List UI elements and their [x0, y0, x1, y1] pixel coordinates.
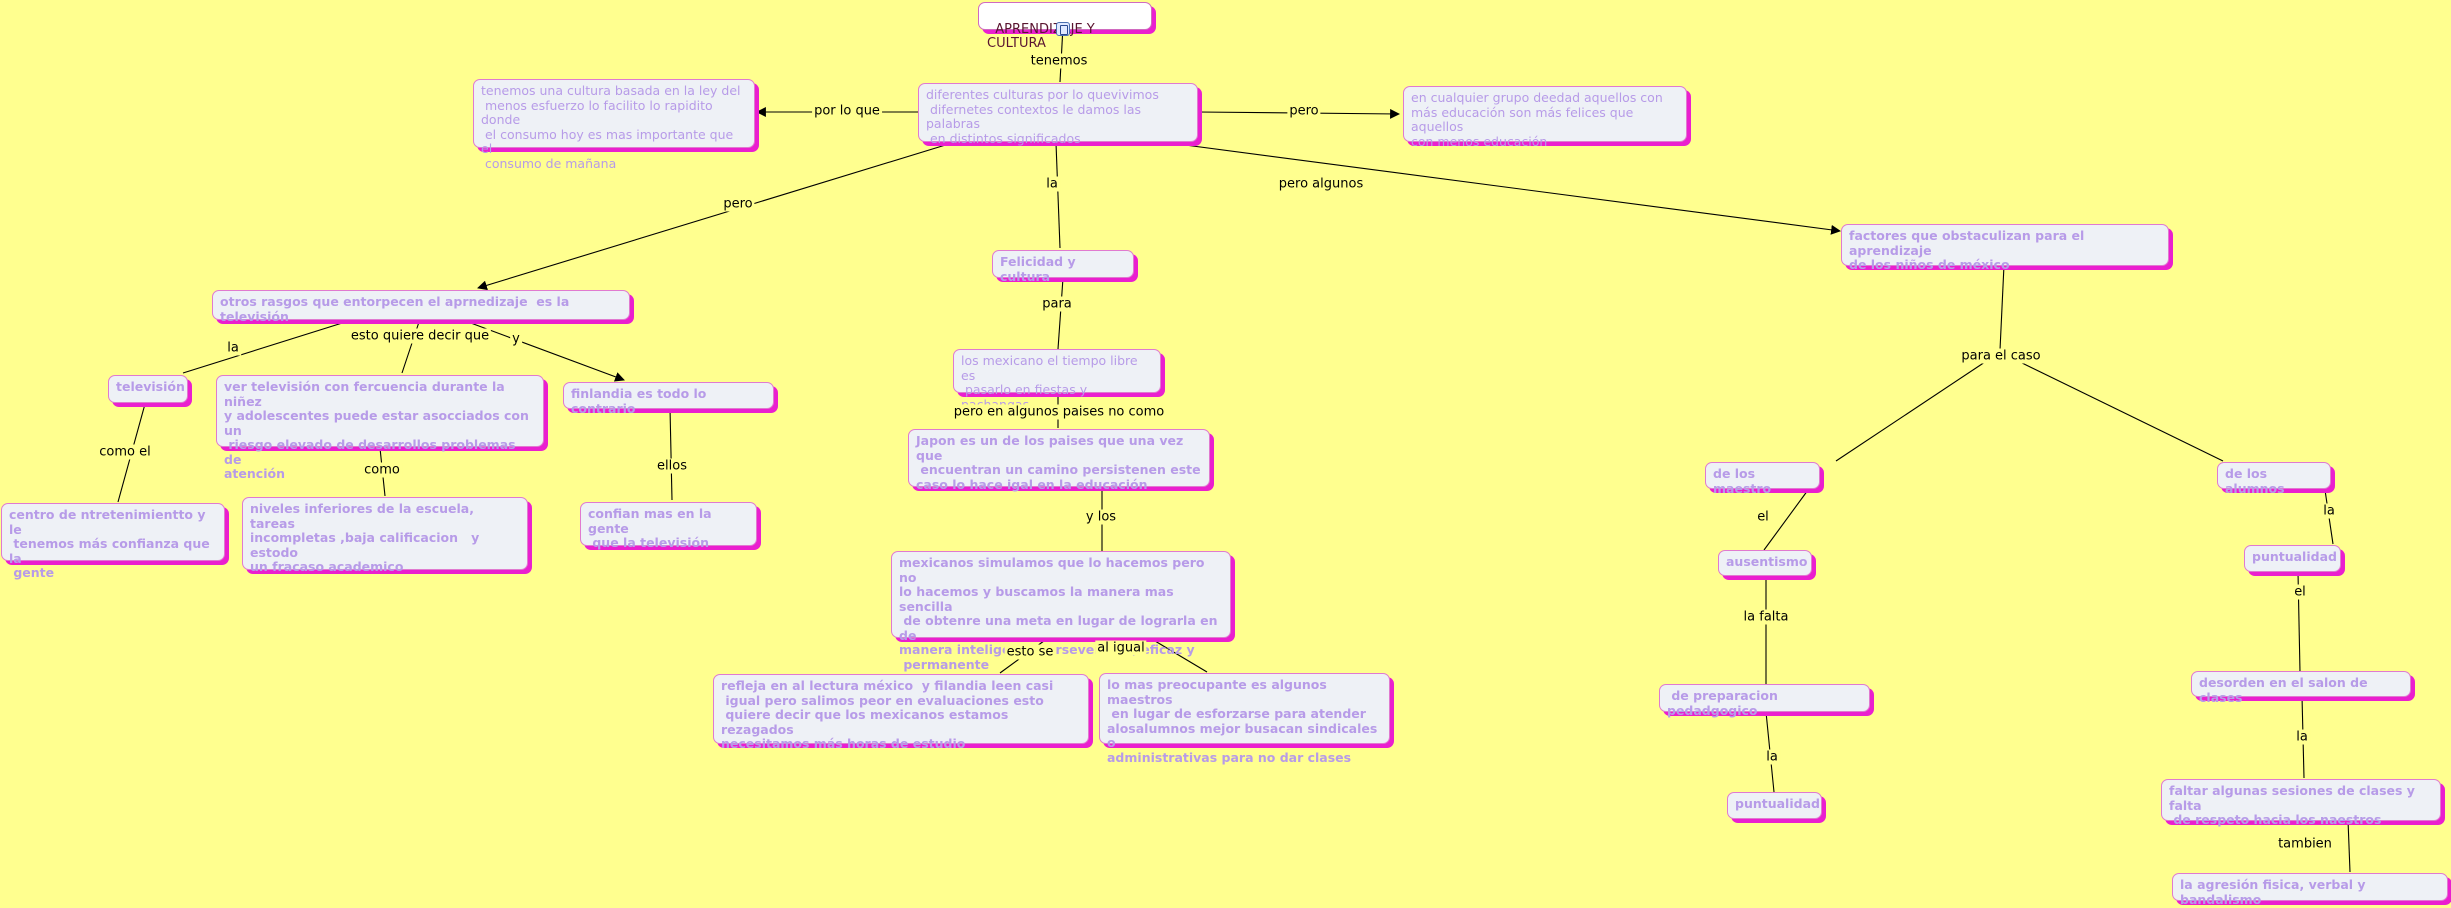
link-caso-alumnos: [2019, 361, 2224, 462]
label-pero-right: pero: [1287, 103, 1321, 119]
node-refleja-lectura[interactable]: refleja en al lectura méxico y filandia …: [713, 674, 1089, 751]
label-la-tv: la: [225, 340, 241, 356]
label-como-el: como el: [97, 444, 153, 460]
node-desorden[interactable]: desorden en el salon de clases: [2191, 671, 2411, 704]
link-otros-television: [182, 318, 356, 374]
label-al-igual: al igual: [1095, 640, 1147, 656]
label-ellos: ellos: [655, 458, 689, 474]
label-la-alumnos-2: la: [2294, 729, 2310, 745]
link-felicidad-mexicano: [1057, 277, 1064, 350]
node-confian[interactable]: confian mas en la gente que la televisió…: [580, 502, 757, 550]
label-pero-paises: pero en algunos paises no como: [951, 404, 1167, 420]
link-finlandia-confian: [669, 407, 673, 501]
label-pero-algunos: pero algunos: [1276, 176, 1366, 192]
label-como: como: [362, 462, 402, 478]
link-faltar-agresion: [2347, 819, 2351, 873]
node-ver-television[interactable]: ver televisión con fercuencia durante la…: [216, 375, 544, 481]
label-tambien: tambien: [2276, 836, 2334, 852]
label-la-falta: la falta: [1741, 609, 1791, 625]
node-felicidad-cultura[interactable]: Felicidad y cultura: [992, 250, 1134, 283]
node-mexicano-tiempo-libre[interactable]: los mexicano el tiempo libre es pasarlo …: [953, 349, 1161, 411]
label-para: para: [1040, 296, 1074, 312]
link-mexicanos-preocupante: [1149, 637, 1208, 673]
label-la-maestro: la: [1764, 749, 1780, 765]
label-el-maestro: el: [1755, 509, 1771, 525]
label-por-lo-que: por lo que: [812, 103, 882, 119]
node-agresion[interactable]: la agresión fisica, verbal y bandalismo: [2172, 873, 2448, 906]
link-diferentes-factores: [1169, 142, 1841, 235]
node-finlandia[interactable]: finlandia es todo lo contrario: [563, 382, 774, 415]
link-otros-vertv: [401, 318, 421, 374]
node-cultura-ley[interactable]: tenemos una cultura basada en la ley del…: [473, 79, 755, 170]
label-y-los: y los: [1083, 509, 1119, 525]
link-maestro-ausentismo: [1763, 489, 1809, 551]
label-tenemos: tenemos: [1028, 53, 1090, 69]
node-ausentismo[interactable]: ausentismo: [1718, 550, 1812, 576]
node-grupo-edad[interactable]: en cualquier grupo deedad aquellos con m…: [1403, 86, 1687, 148]
node-de-los-alumnos[interactable]: de los alumnos: [2217, 462, 2331, 495]
node-preparacion[interactable]: de preparacion pedadgogico: [1659, 684, 1870, 717]
label-para-el-caso: para el caso: [1959, 348, 2043, 364]
node-japon[interactable]: Japon es un de los paises que una vez qu…: [908, 429, 1210, 491]
concept-map-icon: [1056, 22, 1070, 36]
node-diferentes-culturas[interactable]: diferentes culturas por lo quevivimos di…: [918, 83, 1198, 145]
label-la-center: la: [1044, 176, 1060, 192]
label-esto-se: esto se: [1004, 644, 1056, 660]
node-puntualidad-alumnos[interactable]: puntualidad: [2244, 545, 2341, 572]
link-factores-maestro: [1999, 264, 2005, 351]
link-diferentes-otros: [477, 142, 953, 291]
node-centro-entretenimiento[interactable]: centro de ntretenimientto y le tenemos m…: [1, 503, 225, 580]
node-de-los-maestro[interactable]: de los maestro: [1705, 462, 1820, 495]
label-pero-left: pero: [721, 196, 755, 212]
link-caso-maestro: [1835, 361, 1986, 462]
label-la-alumnos: la: [2321, 503, 2337, 519]
link-diferentes-felicidad: [1055, 142, 1061, 249]
node-niveles-inferiores[interactable]: niveles inferiores de la escuela, tareas…: [242, 497, 528, 574]
node-television[interactable]: televisión: [108, 375, 188, 403]
node-puntualidad-maestro[interactable]: puntualidad: [1727, 792, 1822, 819]
label-y-finlandia: y: [510, 331, 522, 347]
label-el-alumnos: el: [2292, 584, 2308, 600]
node-preocupante[interactable]: lo mas preocupante es algunos maestros e…: [1099, 673, 1390, 764]
node-factores[interactable]: factores que obstaculizan para el aprend…: [1841, 224, 2169, 272]
node-otros-rasgos[interactable]: otros rasgos que entorpecen el aprnediza…: [212, 290, 630, 323]
node-mexicanos-simulamos[interactable]: mexicanos simulamos que lo hacemos pero …: [891, 551, 1231, 671]
label-esto-quiere: esto quiere decir que: [348, 328, 492, 344]
node-faltar-sesiones[interactable]: faltar algunas sesiones de clases y falt…: [2161, 779, 2441, 827]
